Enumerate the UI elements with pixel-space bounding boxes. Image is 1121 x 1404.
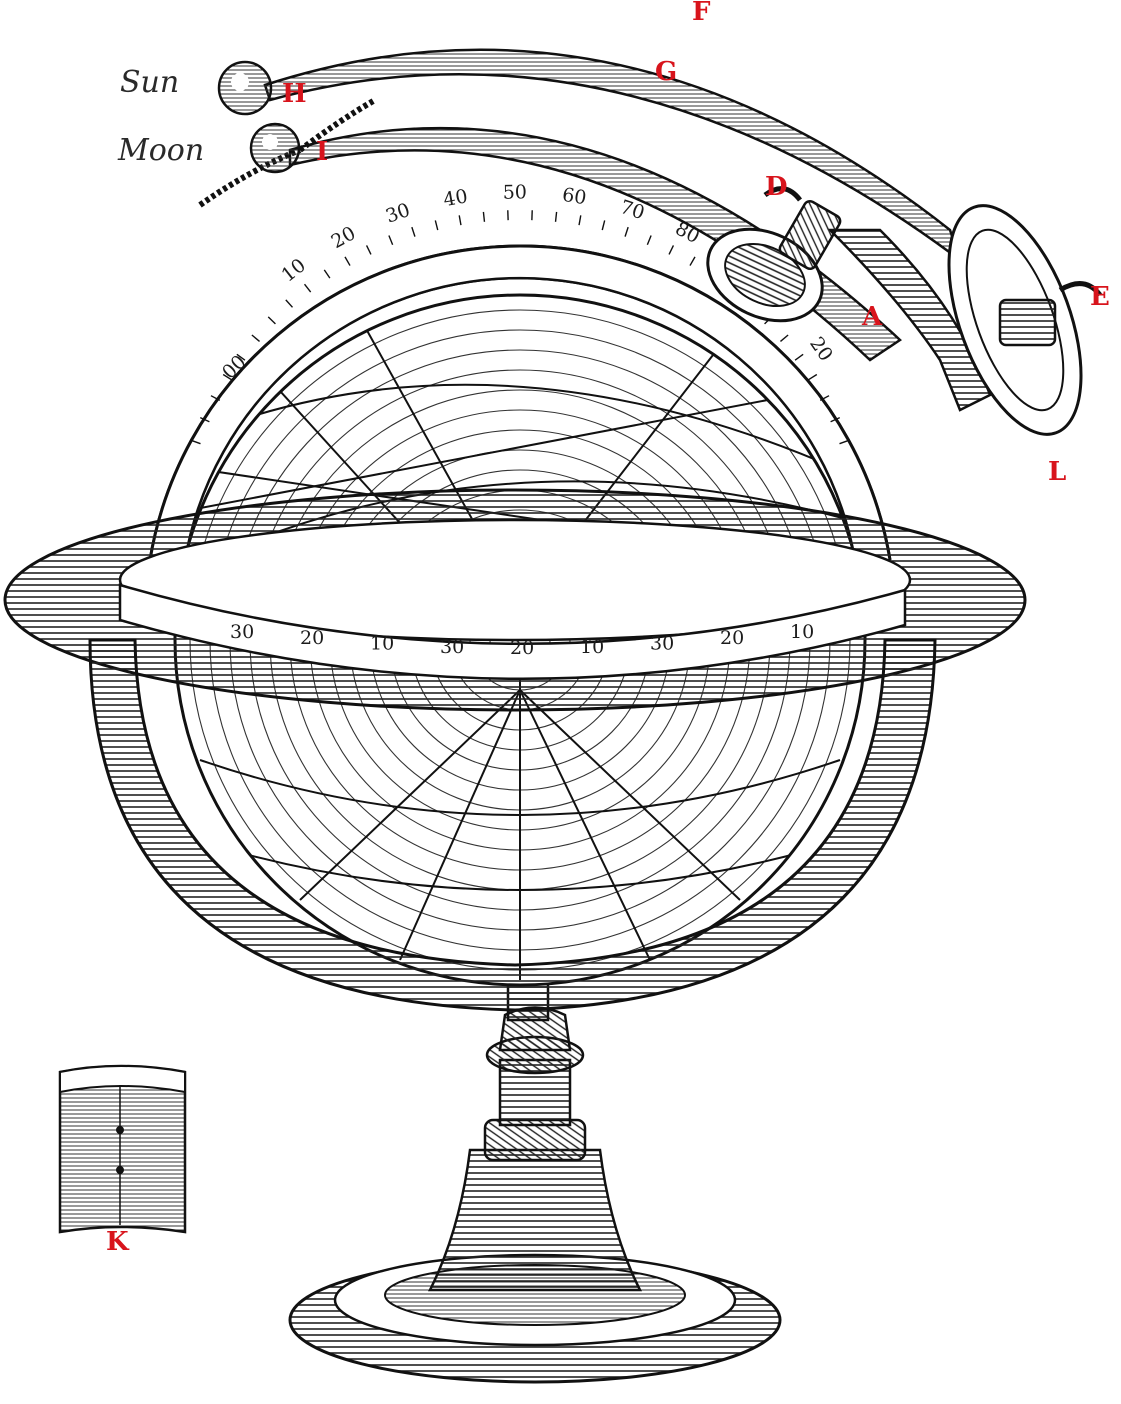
horizon-scale-label: 30 (440, 636, 464, 658)
lower-support-ring (88, 638, 937, 1012)
meridian-scale-label: 50 (503, 181, 527, 203)
horizon-scale-label: 20 (720, 627, 744, 649)
meridian-tick (780, 334, 789, 342)
meridian-tick (689, 256, 696, 266)
meridian-tick (236, 353, 246, 361)
meridian-scale-label: 40 (442, 185, 470, 211)
dial-l (947, 204, 1102, 436)
label-a: A (861, 302, 883, 332)
label-k: K (106, 1227, 130, 1257)
meridian-tick (190, 439, 201, 445)
meridian-tick (794, 353, 804, 361)
meridian-tick (251, 334, 260, 342)
meridian-tick (458, 215, 462, 226)
meridian-tick (668, 245, 675, 255)
label-g: G (655, 57, 677, 87)
label-d: D (765, 172, 788, 202)
sun-arm (263, 48, 963, 264)
sun-word: Sun (120, 65, 179, 100)
globe-stand (288, 688, 782, 1384)
meridian-tick (554, 211, 558, 222)
dial-d (706, 186, 842, 323)
meridian-tick (578, 215, 582, 226)
meridian-tick (839, 439, 850, 445)
moon-word: Moon (117, 133, 204, 168)
meridian-tick (199, 417, 210, 423)
moon-ball (249, 122, 301, 174)
meridian-scale-label: 20 (805, 333, 837, 365)
sun-ball (217, 60, 273, 116)
horizon-scale-label: 30 (650, 632, 674, 654)
horizon-ring: 30 20 10 30 20 10 30 20 10 (3, 488, 1027, 712)
label-e: E (1090, 282, 1110, 312)
meridian-tick (830, 417, 841, 423)
inset-k-detail (58, 1064, 187, 1234)
horizon-scale-label: 30 (230, 621, 254, 643)
horizon-scale-label: 10 (580, 636, 604, 658)
label-f: F (692, 0, 711, 27)
meridian-ring: 1020304050607080901020 00 (148, 181, 892, 561)
meridian-tick (285, 299, 294, 308)
label-i: I (316, 137, 328, 167)
meridian-tick (344, 256, 351, 266)
meridian-scale-label: 10 (277, 254, 310, 286)
bracket-arm (826, 228, 992, 412)
meridian-tick (624, 226, 629, 237)
meridian-tick (267, 316, 276, 325)
meridian-tick (222, 373, 233, 381)
meridian-tick (411, 226, 416, 237)
meridian-tick (482, 211, 486, 222)
meridian-tick (388, 235, 394, 246)
horizon-scale-label: 20 (510, 637, 534, 659)
meridian-tick (365, 245, 372, 255)
meridian-tick (303, 283, 312, 293)
meridian-tick (323, 269, 331, 279)
meridian-tick (646, 235, 652, 246)
meridian-scale-label: 30 (383, 199, 413, 228)
meridian-tick (819, 395, 830, 401)
meridian-scale-label: 60 (561, 184, 588, 209)
meridian-tick (434, 220, 439, 231)
meridian-scale-label: 20 (328, 222, 360, 253)
horizon-scale-label: 20 (300, 627, 324, 649)
meridian-tick (807, 373, 818, 381)
meridian-tick (601, 220, 606, 231)
meridian-tick (210, 395, 221, 401)
horizon-scale-label: 10 (370, 632, 394, 654)
horizon-scale-label: 10 (790, 621, 814, 643)
label-h: H (282, 79, 307, 109)
label-l: L (1048, 457, 1066, 487)
